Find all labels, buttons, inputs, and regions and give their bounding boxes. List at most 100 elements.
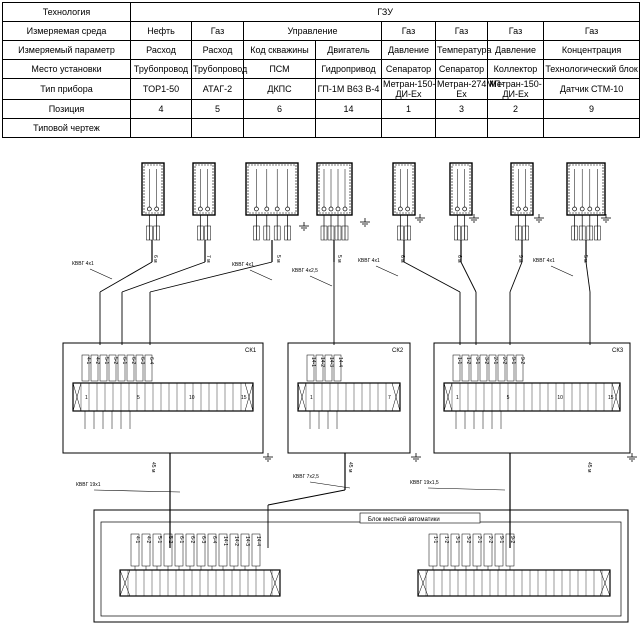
wire (427, 487, 506, 491)
terminal-label: 14-2 (233, 536, 239, 546)
wire (249, 269, 273, 281)
terminal-label: 2-1 (476, 536, 482, 543)
terminal-number: 7 (388, 395, 391, 401)
length-label: 45 м (347, 462, 353, 473)
terminal-label: 3-2 (465, 536, 471, 543)
terminal-label: 9-2 (519, 357, 525, 364)
terminal-label: 6-3 (139, 357, 145, 364)
terminal-label: 6-2 (130, 357, 136, 364)
cable-label: КВВГ 4х1 (358, 258, 380, 264)
terminal-label: 14-3 (328, 357, 334, 367)
terminal-number: 1 (456, 395, 459, 401)
wire (460, 261, 477, 293)
terminal-label: 14-1 (310, 357, 316, 367)
cable-label: КВВГ 7х2,5 (293, 474, 319, 480)
terminal-number: 5 (137, 395, 140, 401)
terminal-label: 5-2 (112, 357, 118, 364)
wire (309, 481, 351, 489)
terminal-number: 1 (310, 395, 313, 401)
wire (403, 261, 461, 293)
terminal-label: 4-1 (134, 536, 140, 543)
wire (89, 268, 113, 280)
terminal-number: 5 (507, 395, 510, 401)
wire (121, 261, 206, 293)
cable-label: КВВГ 19х1 (76, 482, 101, 488)
wire (585, 261, 591, 293)
length-label: 6 м (152, 255, 158, 263)
ground-icon (411, 453, 421, 462)
terminal-label: 14-3 (244, 536, 250, 546)
terminal-label: 14-2 (319, 357, 325, 367)
terminal-label: 3-1 (454, 536, 460, 543)
wire (375, 265, 399, 277)
terminal-label: 1-2 (443, 536, 449, 543)
terminal-label: 6-4 (211, 536, 217, 543)
terminal-label: 1-2 (465, 357, 471, 364)
wire (149, 261, 273, 293)
length-label: 9 м (517, 255, 523, 263)
ground-icon (299, 222, 309, 231)
terminal-label: 2-2 (501, 357, 507, 364)
length-label: 45 м (586, 462, 592, 473)
cable-label: КВВГ 4х1 (232, 262, 254, 268)
terminal-label: 14-4 (255, 536, 261, 546)
length-label: 45 м (150, 462, 156, 473)
length-label: 6 м (399, 255, 405, 263)
device-pressure-coll (510, 162, 534, 241)
terminal-label: 14-1 (222, 536, 228, 546)
ground-icon (263, 453, 273, 462)
device-temp-sep (449, 162, 473, 241)
box-label: СК3 (612, 348, 624, 354)
length-label: 7 м (205, 255, 211, 263)
wire (309, 275, 333, 287)
terminal-label: 6-1 (178, 536, 184, 543)
device-gas-concentration (566, 162, 606, 241)
wire (509, 261, 523, 293)
terminal-label: 9-1 (498, 536, 504, 543)
box-label: СК2 (392, 348, 404, 354)
cable-label: КВВГ 4х1 (72, 261, 94, 267)
wire (99, 261, 153, 293)
terminal-label: 9-2 (509, 536, 515, 543)
ground-icon (415, 214, 425, 223)
device-gas-flow (192, 162, 216, 241)
length-label: 5 м (275, 255, 281, 263)
box-label: СК1 (245, 348, 257, 354)
device-oil-flow (141, 162, 165, 241)
terminal-label: 2-1 (492, 357, 498, 364)
terminal-number: 15 (608, 395, 614, 401)
terminal-label: 6-1 (121, 357, 127, 364)
terminal-label: 1-1 (432, 536, 438, 543)
sensor-devices (141, 162, 606, 241)
ground-icon (534, 214, 544, 223)
device-pressure-sep (392, 162, 416, 241)
block-label: Блок местной автоматики (368, 516, 440, 523)
ground-icon (360, 218, 370, 227)
cable-label: КВВГ 4х2,5 (292, 268, 318, 274)
wires (89, 215, 598, 548)
wire (550, 265, 574, 277)
terminal-label: 5-2 (167, 536, 173, 543)
terminal-label: 1-1 (456, 357, 462, 364)
terminal-label: 3-2 (483, 357, 489, 364)
terminal-label: 5-1 (103, 357, 109, 364)
ground-icon (601, 214, 611, 223)
terminal-label: 9-1 (510, 357, 516, 364)
ground-icon (627, 453, 637, 462)
wire (267, 489, 346, 506)
length-label: 5 м (336, 255, 342, 263)
terminal-label: 14-4 (337, 357, 343, 367)
cable-label: КВВГ 4х1 (533, 258, 555, 264)
row-param-cell: Концентрация (542, 40, 641, 60)
terminal-label: 5-1 (156, 536, 162, 543)
